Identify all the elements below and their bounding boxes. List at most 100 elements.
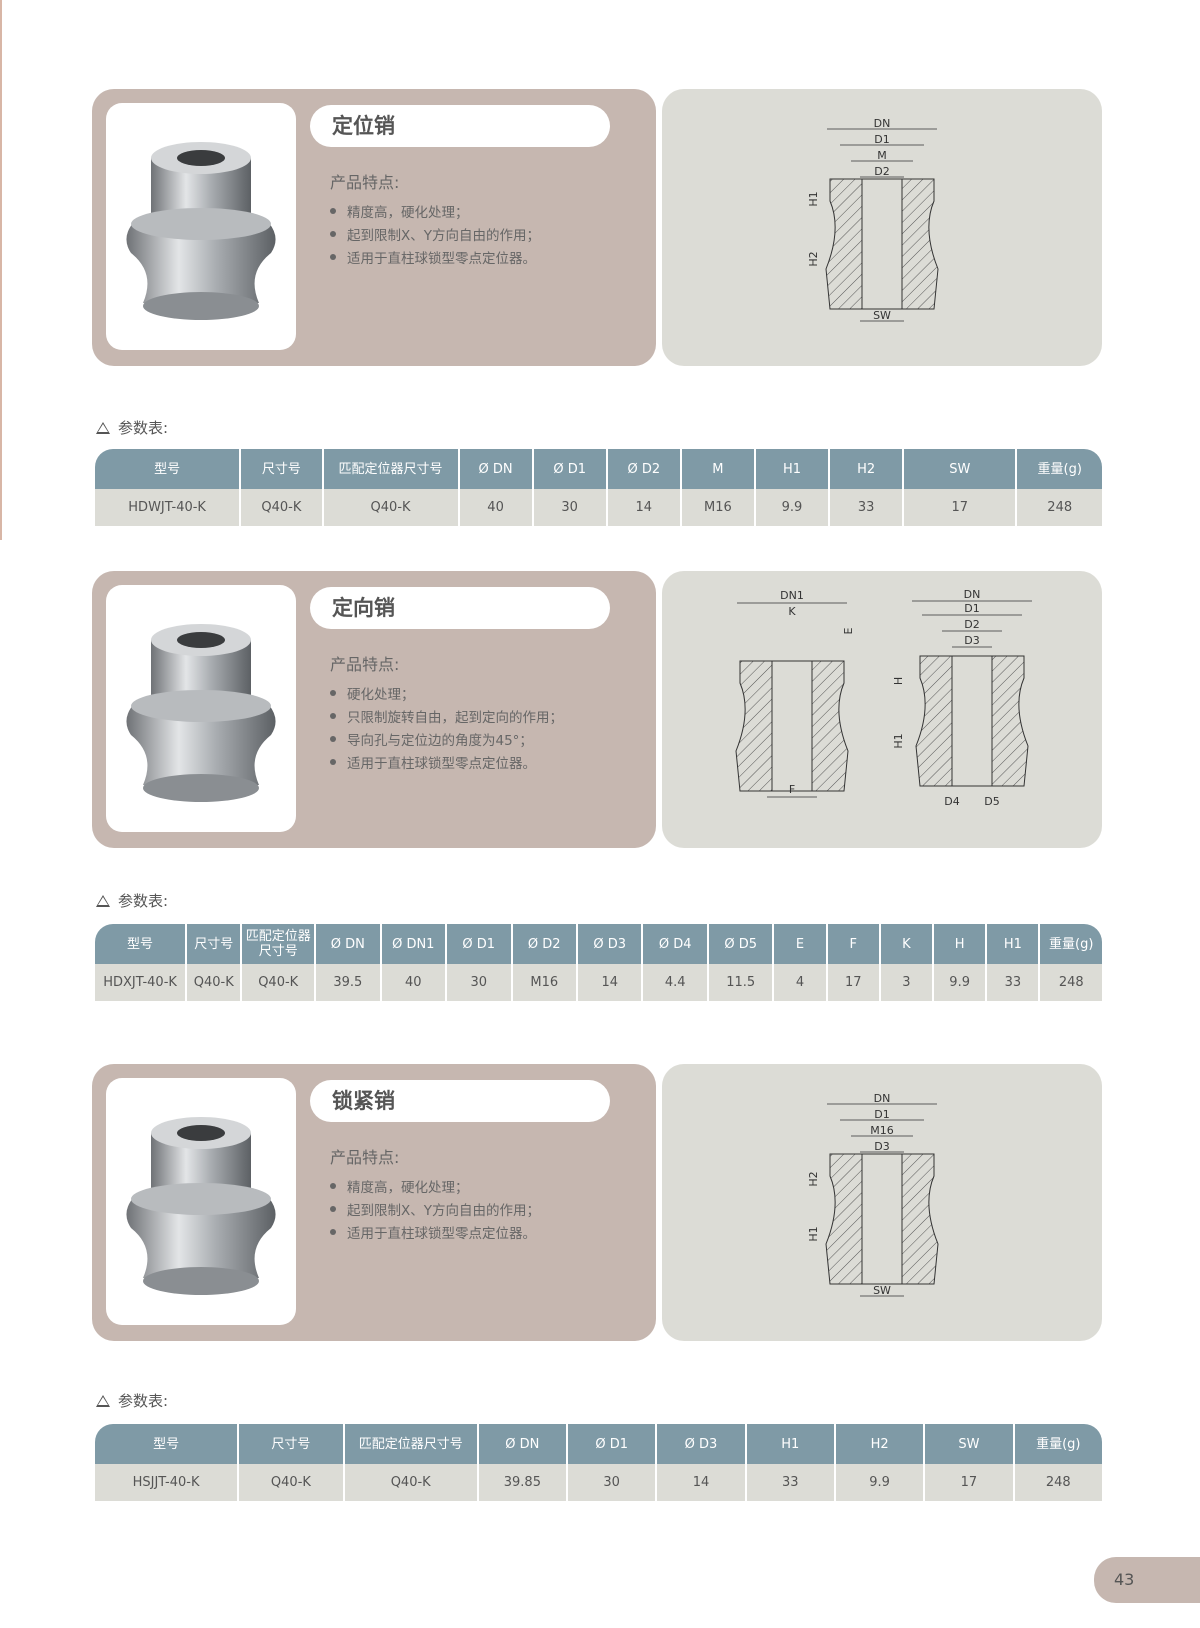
column-header: Ø D1 bbox=[568, 1424, 656, 1464]
column-header: SW bbox=[925, 1424, 1013, 1464]
triangle-icon bbox=[96, 1394, 110, 1407]
svg-text:SW: SW bbox=[873, 1284, 891, 1297]
table-cell: 30 bbox=[533, 489, 606, 526]
triangle-icon bbox=[96, 894, 110, 907]
column-header: H1 bbox=[746, 1424, 834, 1464]
page-edge-line bbox=[0, 0, 2, 540]
column-header: Ø D5 bbox=[708, 924, 773, 964]
column-header: Ø D3 bbox=[657, 1424, 745, 1464]
column-header: Ø DN bbox=[316, 924, 380, 964]
column-header: Ø DN1 bbox=[381, 924, 446, 964]
product-photo bbox=[106, 1078, 296, 1325]
table-cell: Q40-K bbox=[187, 964, 241, 1001]
svg-text:DN: DN bbox=[874, 1092, 891, 1105]
table-cell: 248 bbox=[1040, 964, 1102, 1001]
column-header: 匹配定位器尺寸号 bbox=[344, 1424, 477, 1464]
features-list: 精度高，硬化处理；起到限制X、Y方向自由的作用；适用于直柱球锁型零点定位器。 bbox=[330, 199, 540, 268]
feature-item: 硬化处理； bbox=[330, 681, 563, 704]
features-heading: 产品特点: bbox=[330, 1148, 400, 1167]
table-cell: 30 bbox=[568, 1464, 656, 1501]
table-cell: Q40-K bbox=[239, 1464, 343, 1501]
svg-text:M: M bbox=[877, 149, 887, 162]
product-photo bbox=[106, 103, 296, 350]
feature-item: 只限制旋转自由，起到定向的作用； bbox=[330, 704, 563, 727]
column-header: H1 bbox=[755, 449, 829, 489]
svg-text:D1: D1 bbox=[874, 133, 889, 146]
svg-text:E: E bbox=[842, 627, 855, 634]
table-cell: 248 bbox=[1017, 489, 1102, 526]
svg-text:DN: DN bbox=[964, 588, 981, 601]
column-header: Ø D2 bbox=[512, 924, 576, 964]
triangle-icon bbox=[96, 421, 110, 434]
column-header: F bbox=[827, 924, 879, 964]
table-cell: 11.5 bbox=[708, 964, 773, 1001]
product-title: 定向销 bbox=[310, 587, 610, 629]
feature-item: 适用于直柱球锁型零点定位器。 bbox=[330, 750, 563, 773]
feature-item: 起到限制X、Y方向自由的作用； bbox=[330, 1197, 540, 1220]
table-cell: 33 bbox=[830, 489, 903, 526]
column-header: 匹配定位器尺寸号 bbox=[242, 924, 315, 964]
column-header: Ø D3 bbox=[577, 924, 642, 964]
svg-text:D2: D2 bbox=[964, 618, 979, 631]
params-label: 参数表: bbox=[96, 1390, 168, 1411]
table-cell: 14 bbox=[657, 1464, 745, 1501]
svg-text:D4: D4 bbox=[944, 795, 959, 808]
table-cell: 39.5 bbox=[316, 964, 380, 1001]
column-header: E bbox=[774, 924, 826, 964]
svg-text:DN1: DN1 bbox=[780, 589, 804, 602]
table-cell: 30 bbox=[447, 964, 511, 1001]
column-header: Ø DN bbox=[459, 449, 532, 489]
features-list: 硬化处理；只限制旋转自由，起到定向的作用；导向孔与定位边的角度为45°；适用于直… bbox=[330, 681, 563, 773]
table-cell: Q40-K bbox=[323, 489, 458, 526]
feature-item: 适用于直柱球锁型零点定位器。 bbox=[330, 245, 540, 268]
column-header: 重量(g) bbox=[1040, 924, 1102, 964]
column-header: 重量(g) bbox=[1017, 449, 1102, 489]
feature-item: 起到限制X、Y方向自由的作用； bbox=[330, 222, 540, 245]
column-header: 尺寸号 bbox=[187, 924, 241, 964]
table-cell: Q40-K bbox=[344, 1464, 477, 1501]
product-title: 定位销 bbox=[310, 105, 610, 147]
feature-item: 导向孔与定位边的角度为45°； bbox=[330, 727, 563, 750]
product-card: 定向销 产品特点: 硬化处理；只限制旋转自由，起到定向的作用；导向孔与定位边的角… bbox=[92, 571, 656, 848]
column-header: H bbox=[934, 924, 986, 964]
table-cell: M16 bbox=[681, 489, 754, 526]
features-heading: 产品特点: bbox=[330, 173, 400, 192]
table-cell: HDWJT-40-K bbox=[95, 489, 240, 526]
table-cell: 17 bbox=[925, 1464, 1013, 1501]
column-header: 匹配定位器尺寸号 bbox=[323, 449, 458, 489]
column-header: 尺寸号 bbox=[241, 449, 322, 489]
column-header: Ø D2 bbox=[607, 449, 680, 489]
table-cell: 9.9 bbox=[755, 489, 829, 526]
svg-text:D1: D1 bbox=[964, 602, 979, 615]
svg-text:D3: D3 bbox=[874, 1140, 889, 1153]
table-cell: 9.9 bbox=[934, 964, 986, 1001]
svg-text:K: K bbox=[788, 605, 796, 618]
table-cell: 17 bbox=[827, 964, 879, 1001]
svg-text:D3: D3 bbox=[964, 634, 979, 647]
column-header: Ø DN bbox=[478, 1424, 567, 1464]
table-cell: 33 bbox=[987, 964, 1039, 1001]
svg-text:H2: H2 bbox=[807, 1171, 820, 1186]
column-header: H2 bbox=[835, 1424, 924, 1464]
svg-text:M16: M16 bbox=[870, 1124, 894, 1137]
svg-text:D2: D2 bbox=[874, 165, 889, 178]
table-cell: 40 bbox=[459, 489, 532, 526]
svg-text:H: H bbox=[892, 677, 905, 685]
svg-text:H1: H1 bbox=[807, 191, 820, 206]
svg-text:F: F bbox=[789, 783, 795, 796]
column-header: Ø D4 bbox=[643, 924, 707, 964]
column-header: K bbox=[880, 924, 933, 964]
table-cell: HDXJT-40-K bbox=[95, 964, 186, 1001]
column-header: 型号 bbox=[95, 1424, 238, 1464]
table-cell: 248 bbox=[1014, 1464, 1102, 1501]
svg-text:SW: SW bbox=[873, 309, 891, 322]
